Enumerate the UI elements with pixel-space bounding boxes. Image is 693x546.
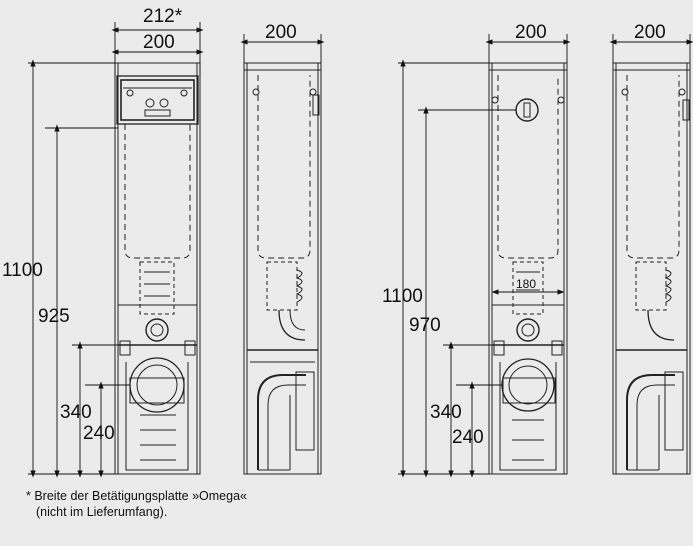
dim-width-200-view2: 200 (265, 22, 297, 43)
dim-width-200-view3: 200 (515, 22, 547, 43)
view-side-1 (243, 62, 322, 475)
cistern-dashed (124, 124, 191, 259)
view-side-2 (612, 62, 691, 475)
dim-height-240-view1: 240 (83, 423, 115, 444)
dim-width-200-view4: 200 (634, 22, 666, 43)
side-outline (243, 62, 322, 475)
view-front-no-plate (488, 62, 568, 475)
dim-width-200-view1: 200 (143, 32, 175, 53)
dim-height-1100-view1: 1100 (2, 260, 43, 281)
dim-height-925: 925 (38, 306, 70, 327)
dim-height-340-view3: 340 (430, 402, 462, 423)
footnote-line-1: * Breite der Betätigungsplatte »Omega« (26, 489, 247, 503)
dim-width-212: 212* (143, 6, 183, 27)
dim-height-340-view1: 340 (60, 402, 92, 423)
flush-pipe (139, 261, 175, 315)
footnote-line-2: (nicht im Lieferumfang). (36, 505, 168, 519)
dim-height-1100-view3: 1100 (382, 286, 423, 307)
dim-height-970: 970 (409, 315, 441, 336)
view-front-with-plate (114, 62, 201, 475)
dim-height-240-view3: 240 (452, 427, 484, 448)
footnote: * Breite der Betätigungsplatte »Omega« (… (26, 488, 247, 520)
frame-outline (114, 62, 201, 475)
actuation-plate (116, 75, 199, 125)
dimension-lines (28, 22, 693, 478)
dim-pipe-180: 180 (516, 277, 536, 291)
